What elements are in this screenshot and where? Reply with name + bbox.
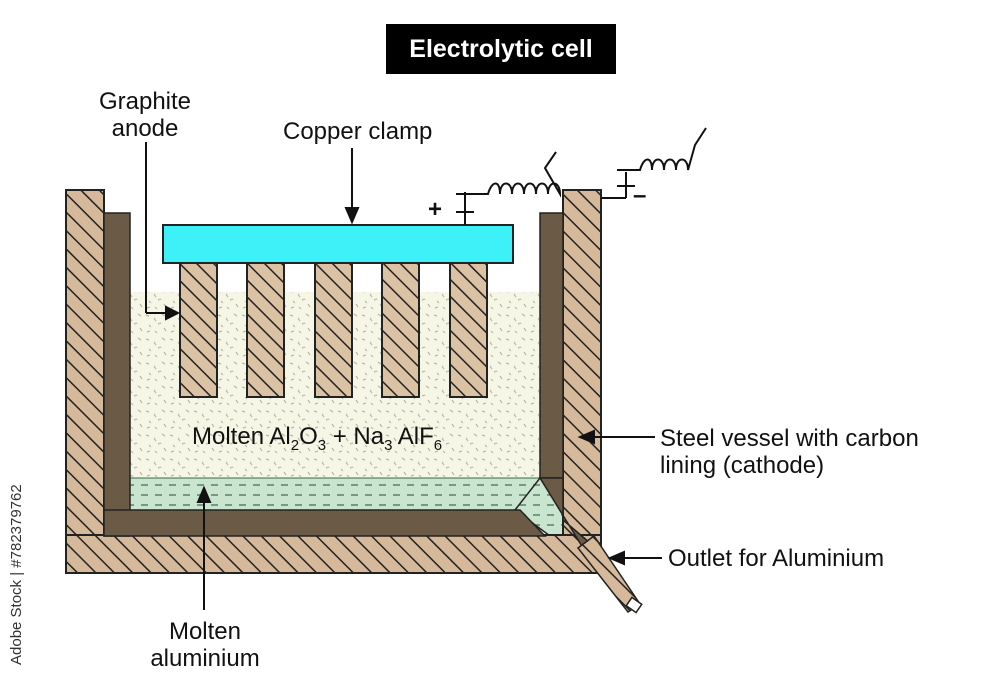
left-carbon-lining <box>103 212 131 537</box>
anode-rod <box>449 262 488 398</box>
bottom-carbon-lining <box>103 509 547 537</box>
formula-sub: 3 <box>317 437 327 454</box>
molten-aluminium-layer <box>129 477 578 511</box>
electrolyte-formula: Molten Al2O3 + Na3 AlF6 <box>192 423 442 454</box>
outlet-tip <box>625 596 643 614</box>
outlet-label: Outlet for Aluminium <box>668 545 885 572</box>
graphite-anode-label: Graphite anode <box>80 88 210 142</box>
graphite-anode-line1: Graphite <box>98 88 192 115</box>
positive-terminal <box>456 151 562 225</box>
formula-part: Molten Al <box>192 423 291 450</box>
anode-rod <box>314 262 353 398</box>
formula-sub: 3 <box>384 437 393 454</box>
negative-terminal <box>601 127 707 199</box>
copper-clamp <box>162 224 514 264</box>
anode-rod <box>179 262 218 398</box>
molten-aluminium-line1: Molten <box>168 618 242 645</box>
side-watermark: Adobe Stock | #782379762 <box>8 484 25 665</box>
steel-vessel-label: Steel vessel with carbon lining (cathode… <box>660 425 919 479</box>
formula-sub: 6 <box>433 437 443 454</box>
right-lining-slope <box>538 477 598 558</box>
pointer-arrows <box>145 142 662 610</box>
anode-rod <box>246 262 285 398</box>
plus-sign: + <box>428 196 443 223</box>
formula-part: O <box>299 423 318 450</box>
minus-sign: – <box>633 182 647 209</box>
formula-sub: 2 <box>290 437 300 454</box>
right-carbon-lining <box>539 212 564 479</box>
diagram-title: Electrolytic cell <box>386 24 616 74</box>
copper-clamp-label: Copper clamp <box>283 118 433 145</box>
molten-aluminium-label: Molten aluminium <box>140 618 270 672</box>
formula-part: AlF <box>392 423 434 450</box>
anode-rod <box>381 262 420 398</box>
steel-vessel-line1: Steel vessel with carbon <box>660 425 919 452</box>
formula-part: + Na <box>326 423 385 450</box>
molten-aluminium-line2: aluminium <box>150 645 260 672</box>
graphite-anodes <box>179 262 488 398</box>
right-outer-wall <box>562 189 602 573</box>
graphite-anode-line2: anode <box>111 115 179 142</box>
bottom-outer-wall <box>65 534 602 574</box>
steel-vessel-line2: lining (cathode) <box>660 452 825 479</box>
left-outer-wall <box>65 189 105 573</box>
